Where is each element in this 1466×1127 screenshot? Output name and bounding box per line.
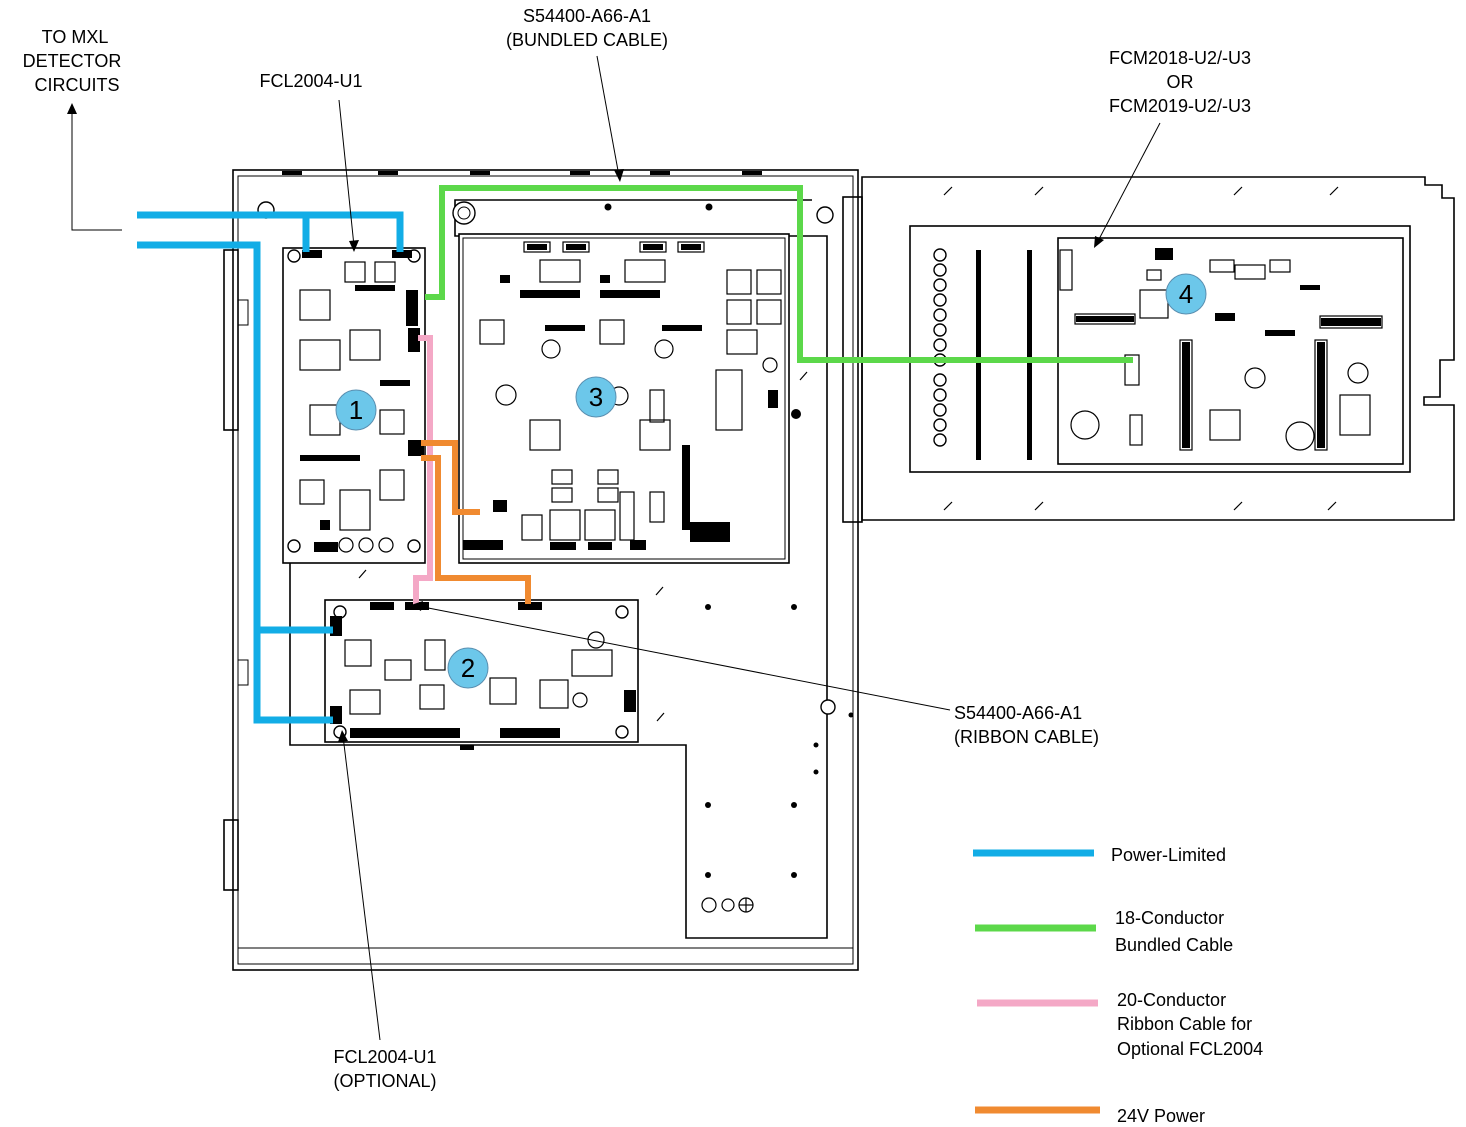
legend-item-power-limited: Power-Limited bbox=[973, 845, 1226, 865]
svg-text:CIRCUITS: CIRCUITS bbox=[35, 75, 120, 95]
leader-lines bbox=[71, 55, 1161, 1041]
svg-text:2: 2 bbox=[461, 653, 475, 683]
svg-text:FCM2019-U2/-U3: FCM2019-U2/-U3 bbox=[1109, 96, 1251, 116]
svg-text:S54400-A66-A1: S54400-A66-A1 bbox=[523, 6, 651, 26]
enclosure bbox=[223, 169, 859, 971]
label-fcm: FCM2018-U2/-U3 OR FCM2019-U2/-U3 bbox=[1109, 48, 1251, 116]
board-fcm bbox=[1057, 237, 1404, 465]
legend: Power-Limited 18-Conductor Bundled Cable… bbox=[973, 845, 1263, 1126]
svg-text:4: 4 bbox=[1179, 279, 1193, 309]
legend-item-bundled-cable: 18-Conductor Bundled Cable bbox=[975, 908, 1233, 955]
svg-text:(BUNDLED CABLE): (BUNDLED CABLE) bbox=[506, 30, 668, 50]
board-marker-4: 4 bbox=[1165, 273, 1207, 315]
board-marker-2: 2 bbox=[447, 647, 489, 689]
svg-text:24V Power: 24V Power bbox=[1117, 1106, 1205, 1126]
board-marker-1: 1 bbox=[335, 389, 377, 431]
svg-text:S54400-A66-A1: S54400-A66-A1 bbox=[954, 703, 1082, 723]
svg-text:3: 3 bbox=[589, 382, 603, 412]
label-fcl-top: FCL2004-U1 bbox=[259, 71, 362, 91]
svg-text:(OPTIONAL): (OPTIONAL) bbox=[333, 1071, 436, 1091]
svg-text:Bundled Cable: Bundled Cable bbox=[1115, 935, 1233, 955]
label-ribbon-cable: S54400-A66-A1 (RIBBON CABLE) bbox=[954, 703, 1099, 747]
ground-stud-icon bbox=[701, 897, 754, 913]
svg-text:FCL2004-U1: FCL2004-U1 bbox=[333, 1047, 436, 1067]
board-fcl-optional bbox=[324, 599, 639, 750]
svg-text:FCM2018-U2/-U3: FCM2018-U2/-U3 bbox=[1109, 48, 1251, 68]
label-bundled-cable: S54400-A66-A1 (BUNDLED CABLE) bbox=[506, 6, 668, 50]
svg-text:Power-Limited: Power-Limited bbox=[1111, 845, 1226, 865]
label-to-mxl: TO MXL DETECTOR CIRCUITS bbox=[23, 27, 122, 95]
svg-text:20-Conductor: 20-Conductor bbox=[1117, 990, 1226, 1010]
board-marker-3: 3 bbox=[575, 376, 617, 418]
leader-arrows bbox=[67, 103, 1104, 742]
legend-item-24v-power: 24V Power bbox=[975, 1106, 1205, 1126]
ribbon-cable bbox=[413, 335, 433, 605]
bundled-cable bbox=[425, 185, 1133, 363]
label-fcl-optional: FCL2004-U1 (OPTIONAL) bbox=[333, 1047, 436, 1091]
svg-text:18-Conductor: 18-Conductor bbox=[1115, 908, 1224, 928]
svg-text:OR: OR bbox=[1167, 72, 1194, 92]
power24-cable bbox=[421, 440, 531, 604]
power-limited-cable bbox=[137, 211, 404, 724]
board-main bbox=[458, 233, 790, 564]
svg-text:(RIBBON CABLE): (RIBBON CABLE) bbox=[954, 727, 1099, 747]
svg-text:Ribbon Cable for: Ribbon Cable for bbox=[1117, 1014, 1252, 1034]
svg-text:1: 1 bbox=[349, 395, 363, 425]
svg-text:Optional FCL2004: Optional FCL2004 bbox=[1117, 1039, 1263, 1059]
svg-text:TO MXL: TO MXL bbox=[42, 27, 109, 47]
svg-text:DETECTOR: DETECTOR bbox=[23, 51, 122, 71]
legend-item-ribbon-cable: 20-Conductor Ribbon Cable for Optional F… bbox=[977, 990, 1263, 1059]
